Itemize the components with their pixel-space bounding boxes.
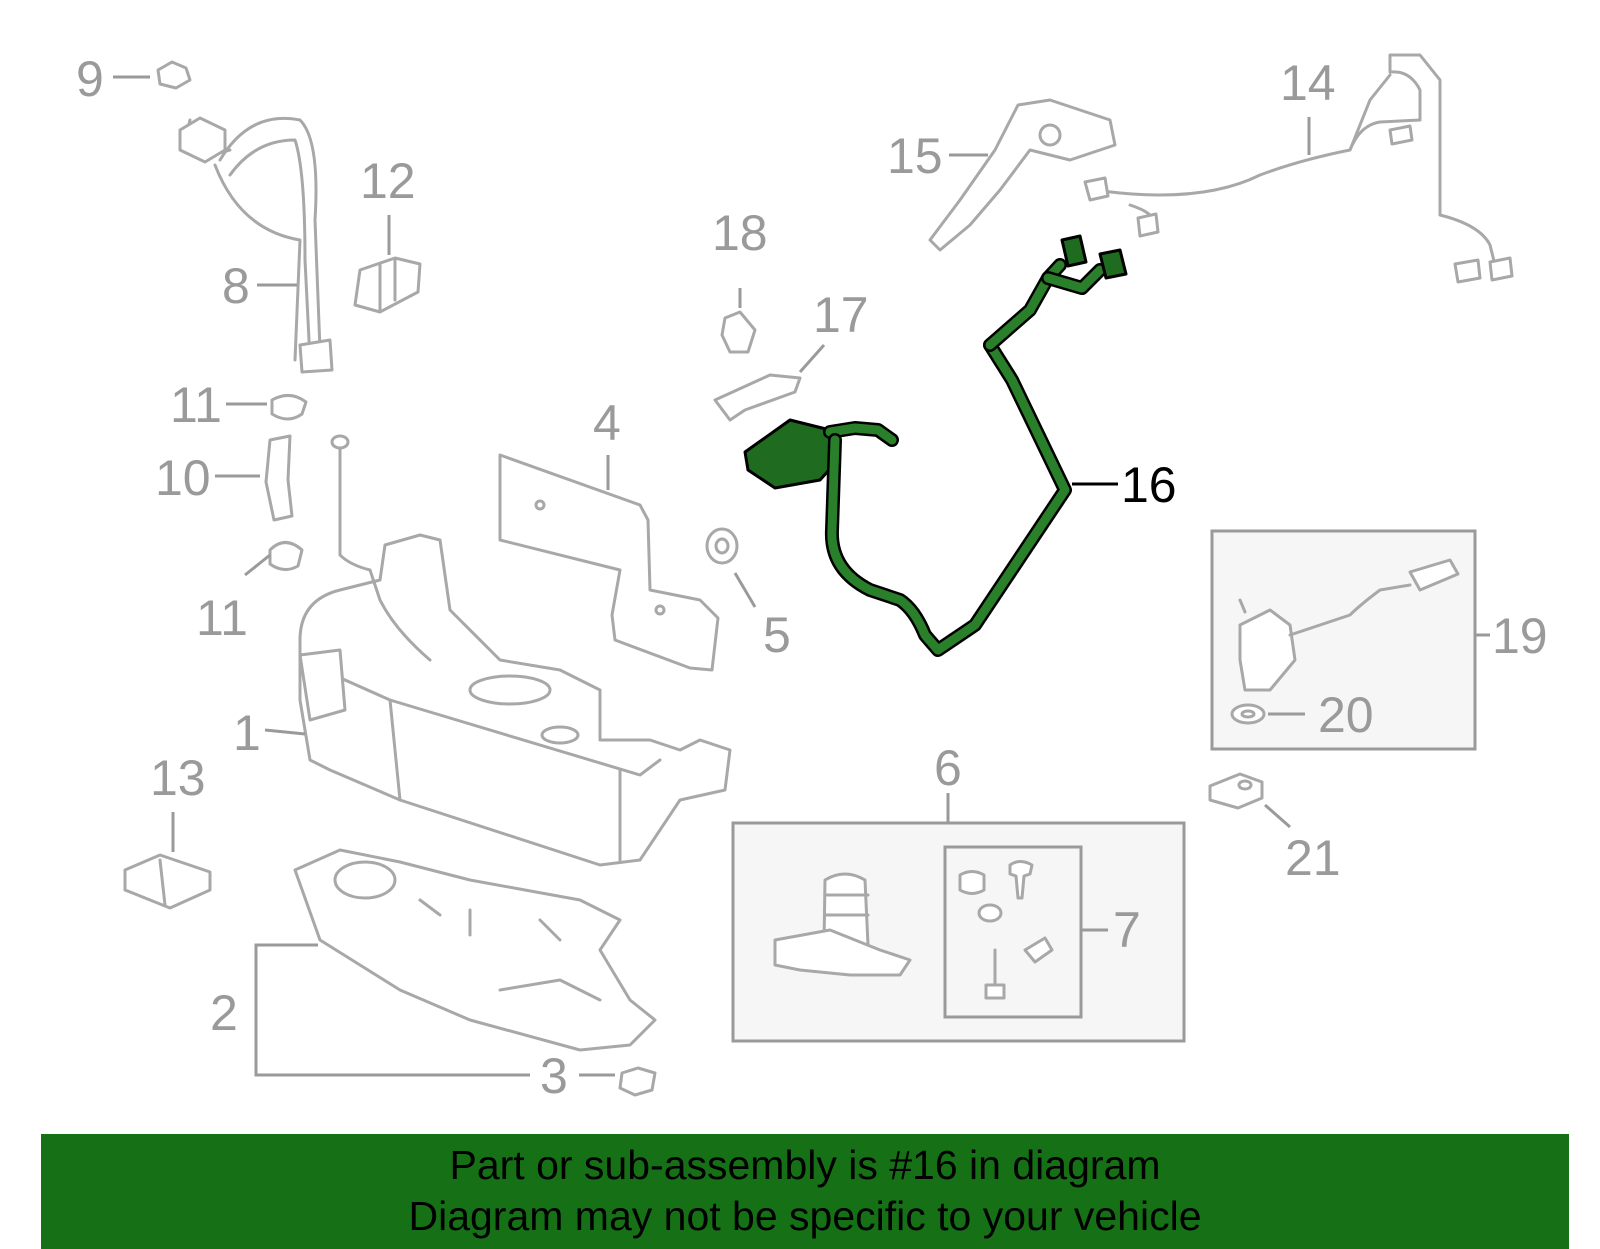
part-5-washer bbox=[705, 527, 739, 565]
callout-5: 5 bbox=[763, 607, 791, 663]
part-20-gasket bbox=[1230, 703, 1266, 725]
part-info-banner: Part or sub-assembly is #16 in diagram D… bbox=[41, 1134, 1569, 1249]
callout-13: 13 bbox=[150, 750, 206, 806]
callout-11-bottom: 11 bbox=[196, 590, 248, 646]
callout-3: 3 bbox=[540, 1048, 568, 1104]
callout-14: 14 bbox=[1280, 55, 1336, 111]
part-2-skid-plate bbox=[293, 848, 657, 1052]
leader-lines bbox=[113, 75, 1490, 1077]
part-11-clamp-top bbox=[270, 394, 308, 421]
part-3-nut bbox=[618, 1066, 657, 1097]
callout-1: 1 bbox=[233, 705, 261, 761]
banner-line-2: Diagram may not be specific to your vehi… bbox=[408, 1193, 1202, 1239]
callout-10: 10 bbox=[155, 450, 211, 506]
part-17-clip bbox=[713, 373, 802, 422]
part-7-hardware-kit bbox=[958, 860, 1054, 1000]
callout-8: 8 bbox=[222, 258, 250, 314]
callout-2: 2 bbox=[210, 985, 238, 1041]
callout-17: 17 bbox=[813, 287, 869, 343]
callout-7: 7 bbox=[1113, 902, 1141, 958]
callout-9: 9 bbox=[76, 51, 104, 107]
part-16-highlighted-tube bbox=[743, 234, 1128, 657]
callout-18: 18 bbox=[712, 205, 768, 261]
callout-20: 20 bbox=[1318, 687, 1374, 743]
callout-19: 19 bbox=[1492, 608, 1548, 664]
part-15-shield bbox=[928, 98, 1117, 252]
callout-21: 21 bbox=[1285, 830, 1341, 886]
callout-16: 16 bbox=[1121, 457, 1177, 513]
part-14-wiring-harness bbox=[1083, 53, 1514, 284]
part-10-hose bbox=[264, 434, 294, 522]
part-21-bracket bbox=[1208, 772, 1264, 810]
callout-4: 4 bbox=[593, 395, 621, 451]
part-12-bracket bbox=[353, 256, 422, 314]
part-1-fuel-tank bbox=[298, 434, 732, 867]
part-8-tube bbox=[178, 116, 334, 374]
callout-12: 12 bbox=[360, 153, 416, 209]
part-19-sensor bbox=[1238, 558, 1460, 692]
part-18-grommet bbox=[720, 310, 757, 354]
callout-6: 6 bbox=[934, 740, 962, 796]
part-4-bracket bbox=[498, 453, 720, 672]
part-9-cap bbox=[156, 60, 192, 90]
part-11-clamp-bottom bbox=[268, 541, 304, 571]
banner-line-1: Part or sub-assembly is #16 in diagram bbox=[449, 1142, 1161, 1188]
callout-11-top: 11 bbox=[170, 377, 222, 433]
part-13-bracket bbox=[123, 853, 212, 910]
callout-15: 15 bbox=[887, 128, 943, 184]
part-6-pump-assembly bbox=[773, 872, 912, 977]
